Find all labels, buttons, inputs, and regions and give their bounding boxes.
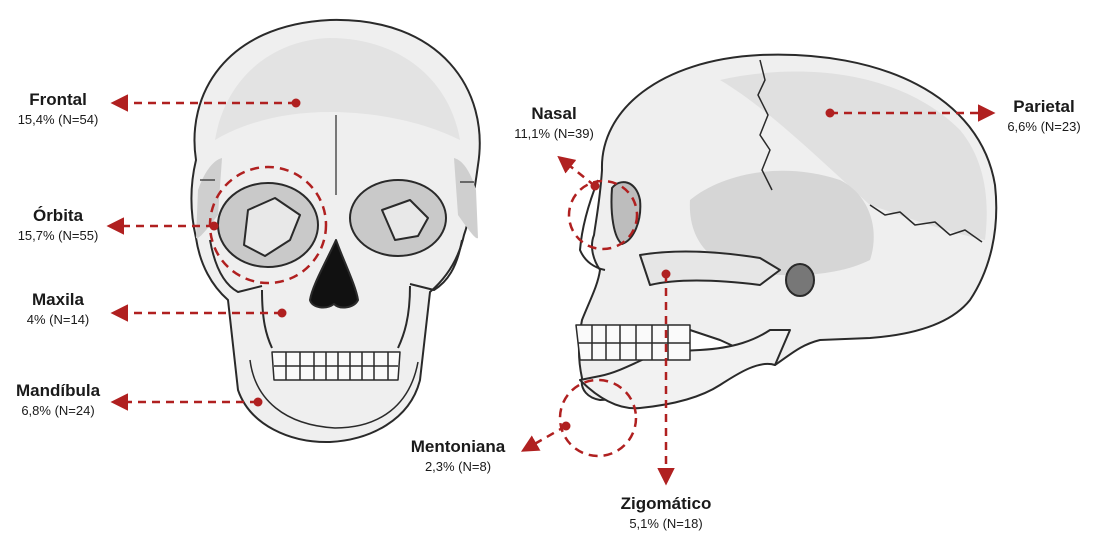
label-orbita: Órbita 15,7% (N=55) [6, 206, 110, 244]
mentoniana-name: Mentoniana [398, 437, 518, 457]
mentoniana-value: 2,3% (N=8) [398, 458, 518, 475]
frontal-value: 15,4% (N=54) [6, 111, 110, 128]
mandibula-value: 6,8% (N=24) [6, 402, 110, 419]
orbita-value: 15,7% (N=55) [6, 227, 110, 244]
nasal-arrow [560, 158, 595, 186]
nasal-name: Nasal [500, 104, 608, 124]
mentoniana-arrow [524, 426, 566, 450]
parietal-name: Parietal [996, 97, 1092, 117]
orbita-name: Órbita [6, 206, 110, 226]
nasal-value: 11,1% (N=39) [500, 125, 608, 142]
skull-front-view [192, 20, 480, 442]
maxila-value: 4% (N=14) [6, 311, 110, 328]
side-teeth [576, 325, 690, 360]
maxila-name: Maxila [6, 290, 110, 310]
zigomatico-value: 5,1% (N=18) [606, 515, 726, 532]
skull-side-view [576, 55, 996, 409]
label-mentoniana: Mentoniana 2,3% (N=8) [398, 437, 518, 475]
label-maxila: Maxila 4% (N=14) [6, 290, 110, 328]
label-zigomatico: Zigomático 5,1% (N=18) [606, 494, 726, 532]
zigomatico-name: Zigomático [606, 494, 726, 514]
side-ear-canal [786, 264, 814, 296]
label-mandibula: Mandíbula 6,8% (N=24) [6, 381, 110, 419]
label-frontal: Frontal 15,4% (N=54) [6, 90, 110, 128]
mandibula-name: Mandíbula [6, 381, 110, 401]
front-teeth [272, 352, 400, 380]
parietal-value: 6,6% (N=23) [996, 118, 1092, 135]
label-parietal: Parietal 6,6% (N=23) [996, 97, 1092, 135]
label-nasal: Nasal 11,1% (N=39) [500, 104, 608, 142]
frontal-name: Frontal [6, 90, 110, 110]
